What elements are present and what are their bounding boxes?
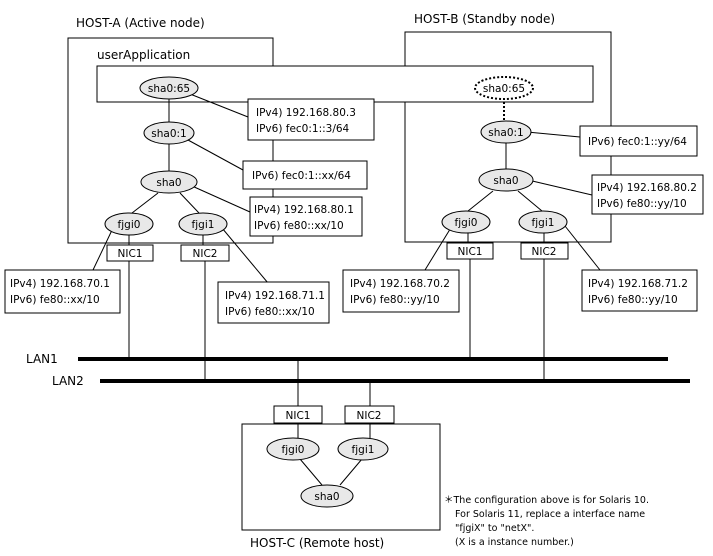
host-c-fjgi0-node: fjgi0 [266,437,320,461]
callout-line: IPv6) fec0:1::3/64 [256,123,350,135]
host-c-fjgi1-label: fjgi1 [352,444,375,456]
host-a-sha0-65-label: sha0:65 [148,83,190,95]
callout-line: IPv4) 192.168.80.2 [597,182,697,194]
callout-line: IPv6) fe80::yy/10 [597,198,687,210]
host-a-fjgi1-node: fjgi1 [178,212,228,236]
callout-line: IPv4) 192.168.70.1 [10,278,110,290]
host-a-title: HOST-A (Active node) [76,16,205,30]
callout-line: IPv4) 192.168.70.2 [350,278,450,290]
host-c-nic1-box: NIC1 [273,405,323,424]
host-b-nic1-label: NIC1 [458,246,483,258]
host-b-sha0-label: sha0 [493,175,518,187]
lan2-label: LAN2 [52,374,84,388]
host-a-nic1-box: NIC1 [106,244,154,262]
host-a-callout-sha0-1: IPv6) fec0:1::xx/64 [242,160,368,190]
callout-line: IPv4) 192.168.80.1 [254,204,354,216]
host-a-callout-fjgi1: IPv4) 192.168.71.1 IPv6) fe80::xx/10 [217,281,330,324]
host-b-sha0-65-label: sha0:65 [483,83,525,95]
callout-line: IPv4) 192.168.80.3 [256,107,356,119]
user-application-label: userApplication [97,48,190,62]
host-c-box [241,423,441,531]
host-a-links [92,91,269,381]
host-c-sha0-label: sha0 [314,491,339,503]
host-b-fjgi0-node: fjgi0 [441,210,491,234]
host-b-sha0-1-label: sha0:1 [488,127,523,139]
footnote-line: "fjgiX" to "netX". [455,523,534,534]
host-b-sha0-node: sha0 [478,168,534,192]
host-c-nic1-label: NIC1 [286,410,311,422]
host-a-sha0-label: sha0 [156,177,181,189]
callout-line: IPv6) fec0:1::yy/64 [588,136,687,148]
host-a-fjgi0-node: fjgi0 [104,212,154,236]
footnote-line: ＊The configuration above is for Solaris … [444,495,649,506]
host-c-title: HOST-C (Remote host) [250,536,384,550]
host-b-sha0-1-node: sha0:1 [480,120,532,144]
host-b-nic2-label: NIC2 [532,246,557,258]
callout-line: IPv6) fe80::xx/10 [225,306,315,318]
host-c-sha0-node: sha0 [300,484,354,508]
footnote-line: (X is a instance number.) [455,537,574,548]
host-a-sha0-65-node: sha0:65 [139,76,199,100]
callout-line: IPv6) fe80::yy/10 [588,294,678,306]
footnote-line: For Solaris 11, replace a interface name [455,509,645,520]
host-b-sha0-65-node: sha0:65 [474,76,534,100]
host-c-links [297,359,371,486]
host-b-fjgi1-node: fjgi1 [518,210,568,234]
host-a-nic2-box: NIC2 [180,244,230,262]
callout-line: IPv6) fec0:1::xx/64 [252,170,351,182]
host-b-callout-sha0-1: IPv6) fec0:1::yy/64 [579,125,698,157]
host-b-nic2-box: NIC2 [520,242,569,260]
host-b-callout-sha0: IPv4) 192.168.80.2 IPv6) fe80::yy/10 [591,174,704,215]
host-a-fjgi0-label: fjgi0 [118,219,141,231]
host-b-title: HOST-B (Standby node) [414,12,555,26]
host-c-nic2-label: NIC2 [357,410,382,422]
lan1-label: LAN1 [26,352,58,366]
host-a-fjgi1-label: fjgi1 [192,219,215,231]
callout-line: IPv6) fe80::xx/10 [10,294,100,306]
host-c-fjgi1-node: fjgi1 [337,437,389,461]
host-a-callout-sha0-65: IPv4) 192.168.80.3 IPv6) fec0:1::3/64 [247,98,375,141]
host-a-nic1-label: NIC1 [118,248,143,260]
host-a-nic2-label: NIC2 [193,248,218,260]
host-a-sha0-node: sha0 [140,170,198,194]
host-b-fjgi1-label: fjgi1 [532,217,555,229]
callout-line: IPv4) 192.168.71.1 [225,290,325,302]
host-a-sha0-1-node: sha0:1 [143,121,195,145]
host-b-nic1-box: NIC1 [446,242,494,260]
host-b-callout-fjgi0: IPv4) 192.168.70.2 IPv6) fe80::yy/10 [342,269,460,313]
host-a-callout-fjgi0: IPv4) 192.168.70.1 IPv6) fe80::xx/10 [4,269,121,314]
callout-line: IPv6) fe80::yy/10 [350,294,440,306]
callout-line: IPv4) 192.168.71.2 [588,278,688,290]
host-a-sha0-1-label: sha0:1 [151,128,186,140]
footnote: ＊The configuration above is for Solaris … [444,495,649,548]
host-c-fjgi0-label: fjgi0 [282,444,305,456]
host-a-callout-sha0: IPv4) 192.168.80.1 IPv6) fe80::xx/10 [249,196,363,237]
host-b-callout-fjgi1: IPv4) 192.168.71.2 IPv6) fe80::yy/10 [581,269,698,312]
callout-line: IPv6) fe80::xx/10 [254,220,344,232]
host-b-links [424,98,601,381]
host-b-fjgi0-label: fjgi0 [455,217,478,229]
host-c-nic2-box: NIC2 [344,405,395,424]
